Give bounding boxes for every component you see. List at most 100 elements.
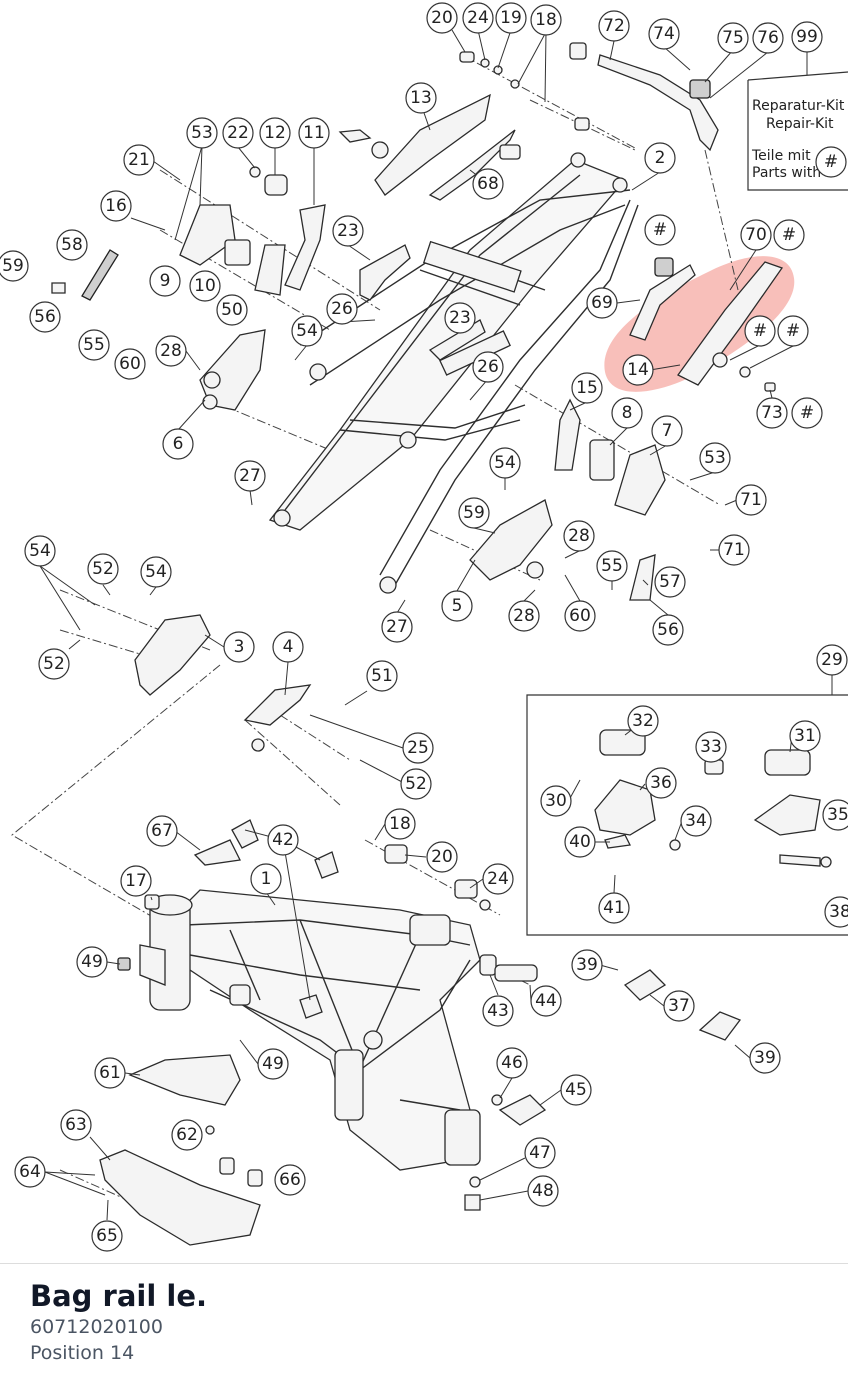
kit-hash-callout[interactable]: # <box>744 315 776 347</box>
callout-40[interactable]: 40 <box>564 826 596 858</box>
callout-14[interactable]: 14 <box>622 354 654 386</box>
callout-60[interactable]: 60 <box>114 348 146 380</box>
callout-45[interactable]: 45 <box>560 1074 592 1106</box>
kit-callout-99[interactable]: 99 <box>791 21 823 53</box>
callout-48[interactable]: 48 <box>527 1175 559 1207</box>
kit-hash-callout[interactable]: # <box>644 214 676 246</box>
callout-55[interactable]: 55 <box>596 550 628 582</box>
callout-69[interactable]: 69 <box>586 287 618 319</box>
callout-59[interactable]: 59 <box>458 497 490 529</box>
callout-23[interactable]: 23 <box>444 302 476 334</box>
callout-44[interactable]: 44 <box>530 985 562 1017</box>
callout-2[interactable]: 2 <box>644 142 676 174</box>
callout-20[interactable]: 20 <box>426 841 458 873</box>
callout-7[interactable]: 7 <box>651 415 683 447</box>
callout-54[interactable]: 54 <box>291 315 323 347</box>
callout-12[interactable]: 12 <box>259 117 291 149</box>
callout-43[interactable]: 43 <box>482 995 514 1027</box>
callout-28[interactable]: 28 <box>155 335 187 367</box>
callout-24[interactable]: 24 <box>462 2 494 34</box>
callout-38[interactable]: 38 <box>824 896 848 928</box>
callout-18[interactable]: 18 <box>530 4 562 36</box>
callout-52[interactable]: 52 <box>38 648 70 680</box>
callout-54[interactable]: 54 <box>489 447 521 479</box>
callout-71[interactable]: 71 <box>718 534 750 566</box>
callout-27[interactable]: 27 <box>381 611 413 643</box>
callout-8[interactable]: 8 <box>611 397 643 429</box>
callout-19[interactable]: 19 <box>495 2 527 34</box>
callout-42[interactable]: 42 <box>267 824 299 856</box>
callout-28[interactable]: 28 <box>508 600 540 632</box>
callout-62[interactable]: 62 <box>171 1119 203 1151</box>
kit-hash-callout[interactable]: # <box>791 397 823 429</box>
callout-6[interactable]: 6 <box>162 428 194 460</box>
callout-20[interactable]: 20 <box>426 2 458 34</box>
callout-23[interactable]: 23 <box>332 215 364 247</box>
callout-41[interactable]: 41 <box>598 892 630 924</box>
callout-25[interactable]: 25 <box>402 732 434 764</box>
callout-29[interactable]: 29 <box>816 644 848 676</box>
callout-65[interactable]: 65 <box>91 1220 123 1252</box>
callout-22[interactable]: 22 <box>222 117 254 149</box>
callout-47[interactable]: 47 <box>524 1137 556 1169</box>
callout-28[interactable]: 28 <box>563 520 595 552</box>
callout-33[interactable]: 33 <box>695 731 727 763</box>
callout-3[interactable]: 3 <box>223 631 255 663</box>
callout-34[interactable]: 34 <box>680 805 712 837</box>
callout-70[interactable]: 70 <box>740 219 772 251</box>
callout-37[interactable]: 37 <box>663 990 695 1022</box>
callout-76[interactable]: 76 <box>752 22 784 54</box>
callout-49[interactable]: 49 <box>257 1048 289 1080</box>
callout-50[interactable]: 50 <box>216 294 248 326</box>
callout-57[interactable]: 57 <box>654 566 686 598</box>
callout-63[interactable]: 63 <box>60 1109 92 1141</box>
callout-56[interactable]: 56 <box>29 301 61 333</box>
callout-26[interactable]: 26 <box>472 351 504 383</box>
callout-55[interactable]: 55 <box>78 329 110 361</box>
callout-58[interactable]: 58 <box>56 229 88 261</box>
callout-1[interactable]: 1 <box>250 863 282 895</box>
callout-11[interactable]: 11 <box>298 117 330 149</box>
callout-13[interactable]: 13 <box>405 82 437 114</box>
callout-75[interactable]: 75 <box>717 22 749 54</box>
callout-52[interactable]: 52 <box>87 553 119 585</box>
callout-35[interactable]: 35 <box>822 799 848 831</box>
callout-15[interactable]: 15 <box>571 372 603 404</box>
callout-66[interactable]: 66 <box>274 1164 306 1196</box>
callout-68[interactable]: 68 <box>472 168 504 200</box>
callout-73[interactable]: 73 <box>756 397 788 429</box>
callout-18[interactable]: 18 <box>384 808 416 840</box>
callout-9[interactable]: 9 <box>149 265 181 297</box>
callout-52[interactable]: 52 <box>400 768 432 800</box>
callout-10[interactable]: 10 <box>189 270 221 302</box>
callout-32[interactable]: 32 <box>627 705 659 737</box>
callout-54[interactable]: 54 <box>24 535 56 567</box>
callout-54[interactable]: 54 <box>140 556 172 588</box>
callout-74[interactable]: 74 <box>648 18 680 50</box>
callout-21[interactable]: 21 <box>123 144 155 176</box>
callout-71[interactable]: 71 <box>735 484 767 516</box>
callout-67[interactable]: 67 <box>146 815 178 847</box>
callout-36[interactable]: 36 <box>645 767 677 799</box>
callout-27[interactable]: 27 <box>234 460 266 492</box>
kit-hash-callout[interactable]: # <box>773 219 805 251</box>
callout-51[interactable]: 51 <box>366 660 398 692</box>
callout-49[interactable]: 49 <box>76 946 108 978</box>
callout-5[interactable]: 5 <box>441 590 473 622</box>
callout-17[interactable]: 17 <box>120 865 152 897</box>
kit-hash-callout[interactable]: # <box>777 315 809 347</box>
callout-53[interactable]: 53 <box>186 117 218 149</box>
callout-60[interactable]: 60 <box>564 600 596 632</box>
callout-72[interactable]: 72 <box>598 10 630 42</box>
callout-24[interactable]: 24 <box>482 863 514 895</box>
callout-56[interactable]: 56 <box>652 614 684 646</box>
callout-31[interactable]: 31 <box>789 720 821 752</box>
callout-16[interactable]: 16 <box>100 190 132 222</box>
callout-59[interactable]: 59 <box>0 250 29 282</box>
callout-39[interactable]: 39 <box>749 1042 781 1074</box>
callout-4[interactable]: 4 <box>272 631 304 663</box>
callout-53[interactable]: 53 <box>699 442 731 474</box>
callout-26[interactable]: 26 <box>326 293 358 325</box>
callout-61[interactable]: 61 <box>94 1057 126 1089</box>
callout-30[interactable]: 30 <box>540 785 572 817</box>
